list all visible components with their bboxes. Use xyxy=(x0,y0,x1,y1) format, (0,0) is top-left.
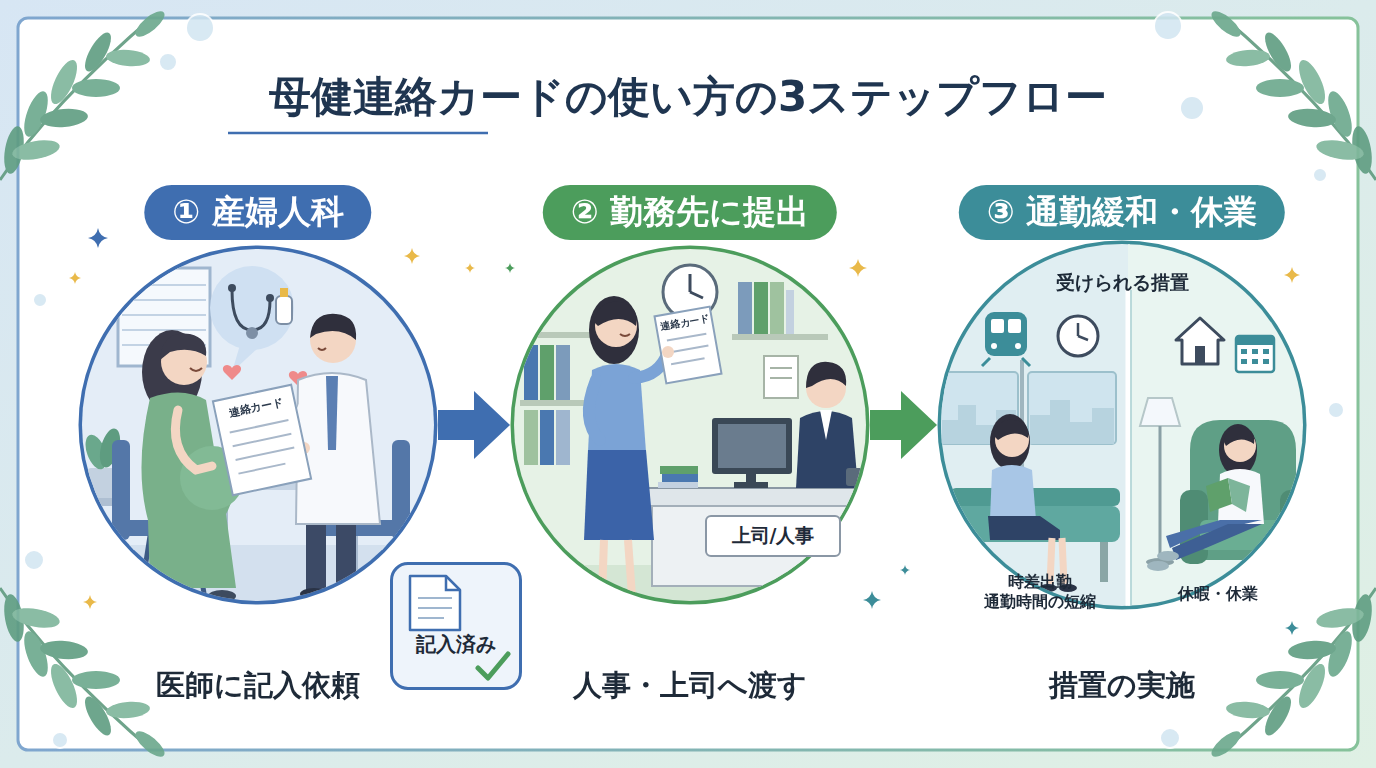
node-text: 記入済み xyxy=(393,631,519,658)
measure-label: 休暇・休業 xyxy=(1163,584,1273,604)
clinic-scene xyxy=(332,588,360,600)
sparkle-decoration xyxy=(1285,621,1299,635)
sparkle-decoration xyxy=(69,272,81,284)
step-circle: ③ 通勤緩和・休業措置の実施 xyxy=(937,240,1307,610)
bubble-decoration xyxy=(1328,402,1344,418)
step-circle: ① 産婦人科医師に記入依頼記入済み xyxy=(78,245,438,605)
sparkle-decoration xyxy=(849,259,867,277)
bubble-decoration xyxy=(186,14,214,42)
sparkle-decoration xyxy=(1284,267,1300,283)
title-underline xyxy=(228,133,1148,134)
arrow-head xyxy=(901,391,937,459)
circle-outline xyxy=(940,243,1304,607)
arrow-shaft xyxy=(870,410,903,440)
step-caption: 措置の実施 xyxy=(1049,667,1195,705)
circle-outline xyxy=(937,240,1307,610)
bubble-decoration xyxy=(1313,168,1327,182)
step-caption: 人事・上司へ渡す xyxy=(573,667,807,705)
measures-scene xyxy=(960,542,968,582)
sparkle-decoration xyxy=(88,228,108,248)
flow-arrow xyxy=(870,391,937,459)
circle-outline xyxy=(513,248,867,602)
flow-arrow xyxy=(438,391,510,459)
circle-outline xyxy=(78,245,438,605)
title-underline xyxy=(228,132,488,135)
step-heading: ① 産婦人科 xyxy=(144,185,371,240)
diagram-title: 母健連絡カードの使い方の3ステップフロー xyxy=(0,70,1376,125)
step-heading: ② 勤務先に提出 xyxy=(543,185,837,240)
step-caption: 医師に記入依頼 xyxy=(156,667,360,705)
leaf-decoration xyxy=(0,7,168,180)
step-circle: ② 勤務先に提出人事・上司へ渡す上司/人事 xyxy=(510,245,870,605)
title-underline xyxy=(498,132,1148,135)
clinic-scene xyxy=(154,590,182,602)
frame xyxy=(18,18,1358,750)
bubble-decoration xyxy=(1160,728,1180,748)
status-badge: 記入済み xyxy=(390,562,522,690)
node-text: 上司/人事 xyxy=(732,523,815,549)
section-label: 受けられる措置 xyxy=(1022,271,1222,295)
sparkle-decoration xyxy=(863,591,881,609)
circle-outline xyxy=(81,248,435,602)
bubble-decoration xyxy=(159,53,177,71)
bubble-decoration xyxy=(52,732,68,748)
bubble-decoration xyxy=(1154,12,1182,40)
leaf-decoration xyxy=(0,588,168,761)
arrow-head xyxy=(474,391,510,459)
sparkle-decoration xyxy=(465,263,475,273)
sparkle-decoration xyxy=(83,595,97,609)
leaf-decoration xyxy=(1208,588,1376,761)
measures-scene xyxy=(930,235,1328,625)
desk-sign: 上司/人事 xyxy=(705,515,841,557)
arrow-shaft xyxy=(438,410,476,440)
leaf-decoration xyxy=(1208,7,1376,180)
office-scene xyxy=(592,596,612,602)
sparkle-decoration xyxy=(404,248,420,264)
bubble-decoration xyxy=(24,12,1344,748)
measure-label: 時差出勤 通勤時間の短縮 xyxy=(973,572,1108,612)
step-heading: ③ 通勤緩和・休業 xyxy=(959,185,1285,240)
leaf-decoration xyxy=(0,7,1376,761)
office-scene xyxy=(500,240,880,625)
sparkle-decoration xyxy=(900,565,910,575)
bubble-decoration xyxy=(24,550,44,570)
bubble-decoration xyxy=(33,293,47,307)
sparkle-decoration xyxy=(505,263,515,273)
bubble-decoration xyxy=(1180,96,1204,120)
